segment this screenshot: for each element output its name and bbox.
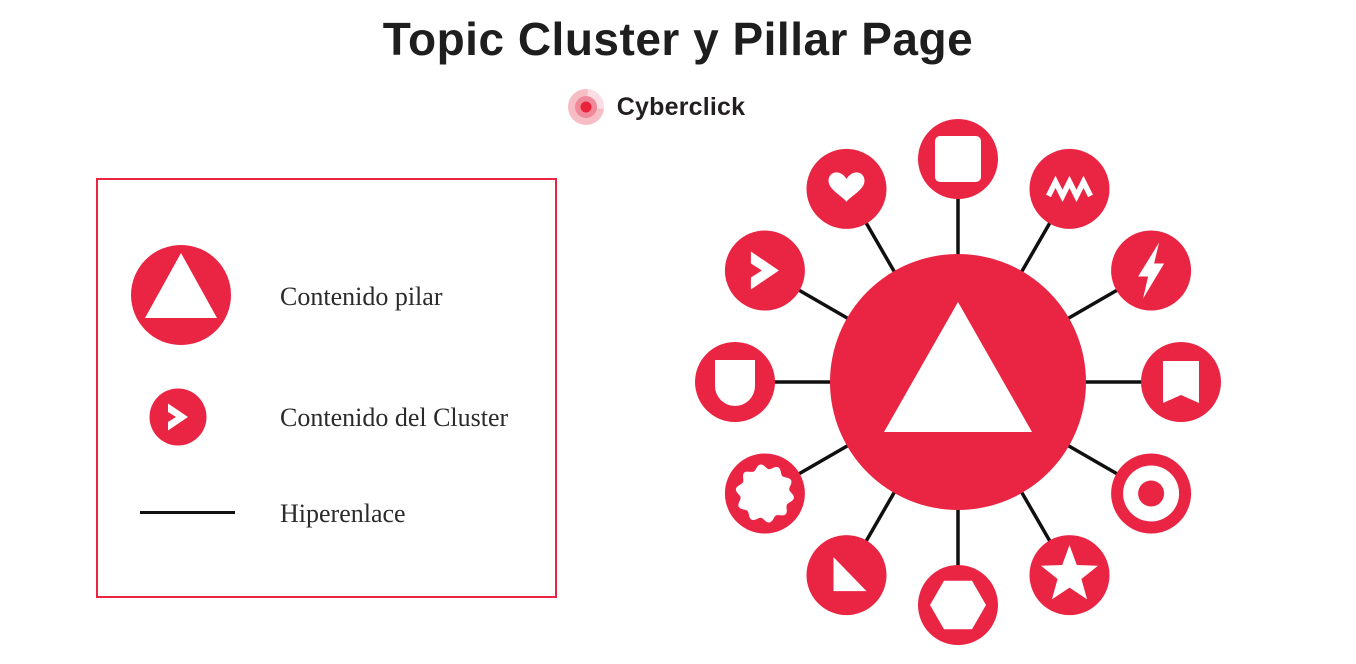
bullseye-icon bbox=[1123, 465, 1180, 522]
pillar-circle-triangle-icon bbox=[131, 245, 231, 345]
cyberclick-target-icon bbox=[567, 89, 604, 125]
lightning-icon bbox=[1138, 242, 1165, 299]
brand-name: Cyberclick bbox=[616, 92, 746, 121]
legend-label-pillar: Contenido pilar bbox=[280, 282, 443, 311]
square-icon bbox=[935, 136, 981, 182]
hyperlink-line-icon bbox=[140, 511, 235, 514]
legend-label-cluster: Contenido del Cluster bbox=[280, 403, 509, 432]
cluster-node-triangle-right bbox=[806, 535, 887, 616]
cluster-node-shield bbox=[695, 342, 775, 422]
page-title: Topic Cluster y Pillar Page bbox=[382, 13, 974, 65]
legend-box: Contenido pilar Contenido del Cluster Hi… bbox=[96, 178, 557, 598]
shield-icon bbox=[715, 360, 755, 406]
brand-logo: Cyberclick bbox=[0, 88, 1334, 126]
legend-label-hyperlink: Hiperenlace bbox=[280, 499, 406, 528]
cluster-node-square bbox=[918, 119, 998, 199]
cluster-node-star bbox=[1029, 535, 1110, 616]
hexagon-icon bbox=[930, 580, 986, 630]
pillar-triangle-icon bbox=[884, 302, 1032, 432]
cluster-node-zigzag bbox=[1029, 148, 1110, 229]
cluster-node-bookmark bbox=[1141, 342, 1221, 422]
cluster-circle-chevron-icon bbox=[149, 388, 207, 446]
cluster-node-heart bbox=[806, 148, 887, 229]
cluster-node-chevron bbox=[724, 230, 805, 311]
cluster-node-hexagon bbox=[918, 565, 998, 645]
bookmark-icon bbox=[1163, 361, 1199, 403]
cluster-node-bullseye bbox=[1111, 453, 1192, 534]
wavy-ring-icon bbox=[735, 464, 794, 523]
chevron-icon bbox=[750, 251, 779, 290]
heart-icon bbox=[828, 172, 865, 202]
cluster-node-lightning bbox=[1111, 230, 1192, 311]
triangle-right-icon bbox=[833, 557, 867, 592]
cluster-node-wavy-ring bbox=[724, 453, 805, 534]
zigzag-icon bbox=[1046, 175, 1093, 203]
star-icon bbox=[1041, 545, 1098, 600]
pillar-page-hub bbox=[830, 254, 1086, 510]
